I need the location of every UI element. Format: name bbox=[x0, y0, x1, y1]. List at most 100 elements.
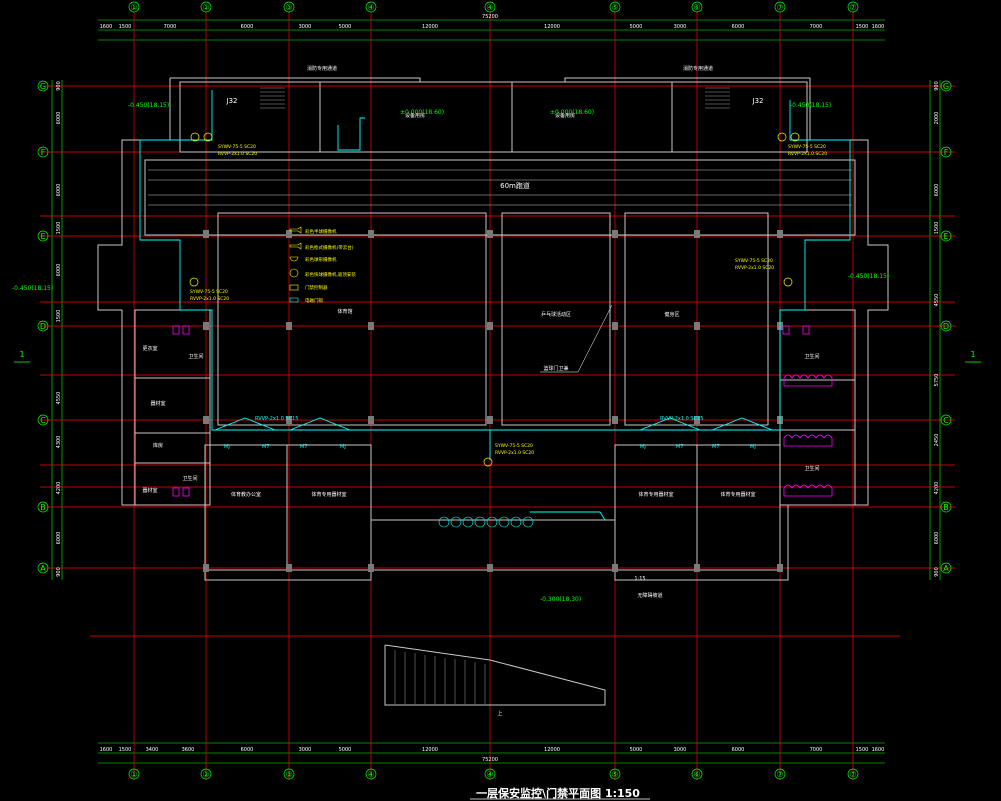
legend-label: 彩色枪式摄像机(带云台) bbox=[305, 244, 354, 251]
room-label-hall-right: 健身区 bbox=[664, 311, 679, 318]
legend-label: 彩色半球摄像机 bbox=[305, 228, 337, 235]
axis-label: ⑤ bbox=[611, 3, 618, 12]
legend-icons bbox=[289, 226, 302, 303]
dim-text: 1500 bbox=[56, 222, 62, 235]
dim-text: 5000 bbox=[339, 747, 352, 753]
dim-text: 5000 bbox=[630, 747, 643, 753]
dim-text: 1600 bbox=[100, 24, 113, 30]
room-label-toilet-right-top: 卫生间 bbox=[804, 353, 819, 360]
entrance-doors bbox=[438, 516, 534, 528]
columns bbox=[203, 230, 783, 572]
top-dimension-lines bbox=[98, 19, 885, 764]
room-label-room-left-c: 器材室 bbox=[142, 487, 157, 494]
axis-labels-right: G F E D C B A bbox=[943, 82, 949, 573]
dim-text: 3000 bbox=[674, 24, 687, 30]
dim-total-bottom: 75200 bbox=[482, 757, 498, 763]
ramp-steps bbox=[394, 650, 486, 704]
axis-label: A bbox=[943, 564, 949, 573]
door-tag: M7 bbox=[712, 444, 720, 450]
axis-label: C bbox=[40, 416, 46, 425]
room-label-stair-right: 消防专用通道 bbox=[683, 65, 713, 72]
dim-text: 12000 bbox=[422, 24, 438, 30]
room-label-room-left-b: 库房 bbox=[153, 442, 163, 449]
dim-text: 5000 bbox=[630, 24, 643, 30]
security-devices bbox=[172, 325, 833, 497]
dim-text: 1600 bbox=[872, 24, 885, 30]
dimension-texts-left: 900 6000 6000 1500 6000 1500 4550 4300 4… bbox=[56, 81, 62, 577]
dim-text: 3600 bbox=[182, 747, 195, 753]
door-tag: MJ bbox=[224, 444, 230, 450]
dim-text: 4300 bbox=[56, 436, 62, 449]
room-label-office-right-b: 体育专用器材室 bbox=[720, 491, 755, 498]
dim-text: 900 bbox=[934, 81, 940, 91]
room-label-hall-center: 乒乓球活动区 bbox=[541, 311, 571, 318]
axis-label: ⑥ bbox=[693, 770, 700, 779]
axis-label: G bbox=[40, 82, 46, 91]
stair-code-right: J32 bbox=[752, 97, 764, 105]
cable-notes: SYWV-75-5 SC20 RVVP-2x1.0 SC20 SYWV-75-5… bbox=[190, 144, 827, 456]
room-label-center: 篮球门卫兼 bbox=[543, 365, 568, 372]
door-tag: MJ bbox=[750, 444, 756, 450]
dim-text: 1500 bbox=[56, 310, 62, 323]
cable-note: RVVP-2x1.0 SC20 bbox=[788, 151, 827, 157]
camera-icon bbox=[289, 226, 302, 234]
dim-text: 5000 bbox=[339, 24, 352, 30]
axis-label: ④ bbox=[486, 770, 493, 779]
room-label-stair-left: 消防专用通道 bbox=[307, 65, 337, 72]
dim-text: 3000 bbox=[299, 24, 312, 30]
building-walls bbox=[97, 77, 889, 706]
dim-text: 1500 bbox=[934, 222, 940, 235]
track-lanes bbox=[148, 169, 852, 206]
dim-text: 3000 bbox=[299, 747, 312, 753]
side-dimension-lines bbox=[51, 80, 941, 580]
cable-note: RVVP-2x1.0 SC15 bbox=[255, 416, 298, 422]
dim-text: 6000 bbox=[732, 24, 745, 30]
dim-text: 4200 bbox=[934, 482, 940, 495]
legend-label: 电磁门锁 bbox=[305, 297, 323, 304]
dim-text: 2000 bbox=[934, 112, 940, 125]
room-label-stair-dir: 上 bbox=[497, 710, 502, 717]
dome-icon bbox=[289, 256, 299, 262]
axis-label: ④ bbox=[486, 3, 493, 12]
room-label-equip-left: 设备用房 bbox=[405, 112, 425, 119]
axis-labels-bottom: ① ② ③ ④ ④ ⑤ ⑥ ⑦ ⑦ bbox=[130, 770, 856, 779]
room-label-ramp: 无障碍坡道 bbox=[637, 592, 662, 599]
dim-text: 1500 bbox=[119, 24, 132, 30]
room-label-track: 60m跑道 bbox=[500, 181, 530, 190]
axis-bubbles bbox=[37, 1, 952, 780]
legend-label: 彩色球形摄像机 bbox=[305, 256, 337, 263]
box-icon bbox=[289, 284, 299, 291]
door-tags: MJ M7 M7 MJ MJ M7 M7 MJ bbox=[224, 444, 756, 450]
dim-text: 7000 bbox=[810, 24, 823, 30]
dimension-texts-top: 1600 1500 7000 6000 3000 5000 12000 1200… bbox=[100, 14, 885, 30]
room-label-office-right-a: 体育专用器材室 bbox=[638, 491, 673, 498]
dim-text: 4200 bbox=[56, 482, 62, 495]
room-labels: 60m跑道 设备用房 设备用房 消防专用通道 消防专用通道 体育馆 乒乓球活动区… bbox=[142, 65, 819, 717]
section-marks: 1 1 bbox=[14, 350, 981, 363]
stair-code-left: J32 bbox=[226, 97, 238, 105]
cable-note: SYWV-75-5 SC20 bbox=[218, 144, 256, 150]
axis-label: ④ bbox=[367, 3, 374, 12]
dome-icon bbox=[289, 268, 299, 278]
room-label-storage-left: 器材室 bbox=[150, 400, 165, 407]
cable-note: RVVP-2x1.0 SC15 bbox=[660, 416, 703, 422]
axis-label: C bbox=[943, 416, 949, 425]
dim-text: 7000 bbox=[164, 24, 177, 30]
dim-text: 12000 bbox=[544, 24, 560, 30]
stairs bbox=[260, 87, 730, 109]
dim-text: 3000 bbox=[674, 747, 687, 753]
room-label-office-left-b: 体育专用器材室 bbox=[311, 491, 346, 498]
room-label-equip-right: 设备用房 bbox=[555, 112, 575, 119]
camera-symbols bbox=[189, 132, 800, 467]
cable-note: RVVP-2x1.0 SC20 bbox=[218, 151, 257, 157]
dim-text: 900 bbox=[56, 81, 62, 91]
cable-note: SYWV-75-5 SC20 bbox=[788, 144, 826, 150]
leader-lines bbox=[540, 304, 613, 373]
level-left-top: -0.450(18.15) bbox=[128, 102, 169, 109]
room-label-room-left-a: 更衣室 bbox=[142, 345, 157, 352]
axis-label: D bbox=[40, 322, 46, 331]
axis-label: F bbox=[944, 148, 949, 157]
axis-label: ⑦ bbox=[776, 3, 783, 12]
axis-label: ② bbox=[202, 770, 209, 779]
dim-text: 1600 bbox=[872, 747, 885, 753]
